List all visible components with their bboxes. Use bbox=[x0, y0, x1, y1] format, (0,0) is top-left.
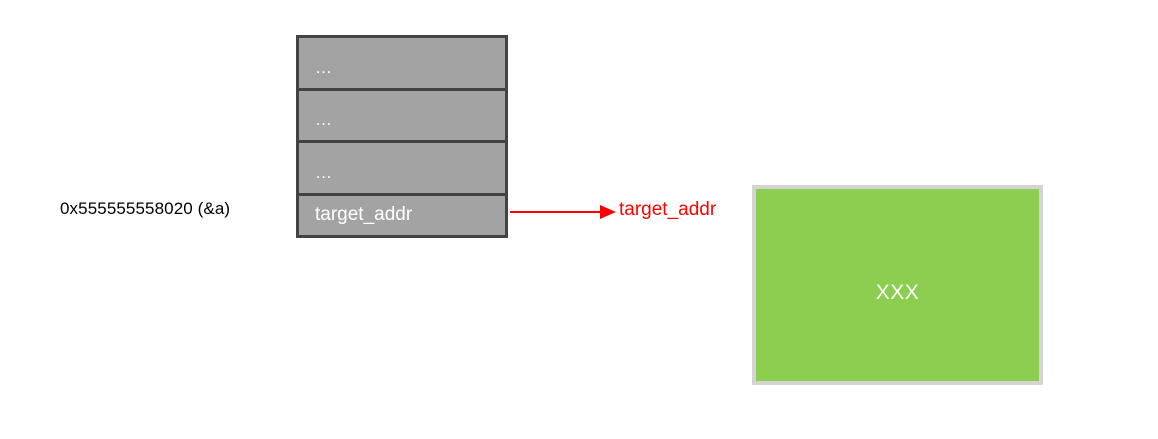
memory-cell-text: target_addr bbox=[315, 204, 413, 226]
pointer-target-label: target_addr bbox=[619, 199, 717, 220]
memory-stack: … … … target_addr bbox=[296, 35, 508, 238]
memory-cell-text: … bbox=[315, 57, 333, 77]
memory-cell-row: … bbox=[299, 38, 505, 91]
memory-cell-row: … bbox=[299, 90, 505, 143]
memory-cell-text: … bbox=[315, 110, 333, 130]
pointer-arrow bbox=[508, 200, 620, 224]
target-memory-block-text: XXX bbox=[875, 281, 920, 304]
arrow-right-icon bbox=[510, 205, 616, 219]
memory-cell-text: … bbox=[315, 162, 333, 182]
memory-cell-row-target-addr: target_addr bbox=[299, 195, 505, 235]
target-memory-block: XXX bbox=[752, 185, 1043, 385]
memory-cell-row: … bbox=[299, 143, 505, 196]
stack-address-label: 0x555555558020 (&a) bbox=[60, 199, 231, 218]
